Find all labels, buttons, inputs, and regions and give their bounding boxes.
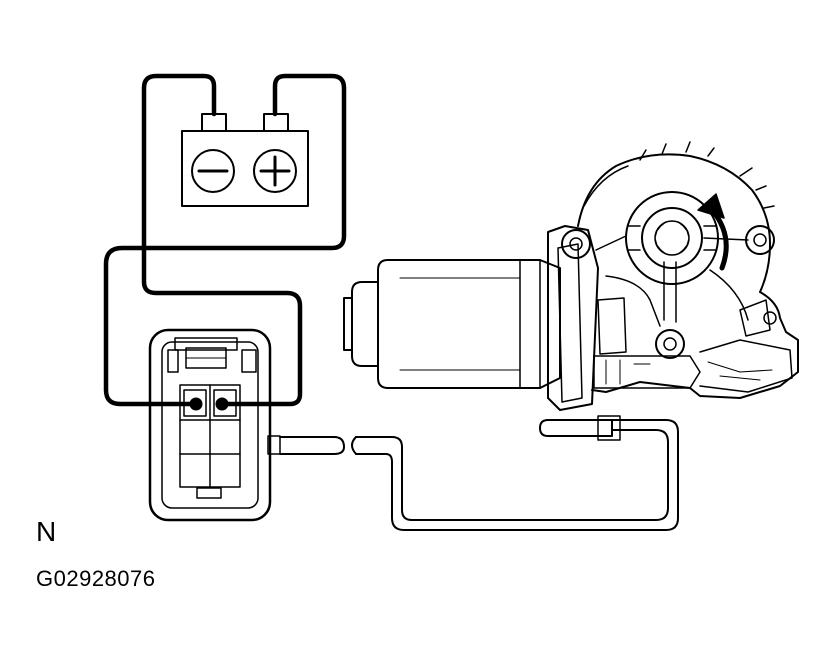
battery-icon [182,114,308,206]
view-letter: N [36,516,57,547]
minus-icon [192,150,234,192]
plus-icon [254,150,296,192]
wire-harness [280,416,678,530]
figure-code: G02928076 [36,566,156,591]
test-lead-negative [144,76,300,404]
rotation-arrow-icon [698,194,726,268]
mounting-boss [746,226,774,254]
probe-tip-positive [216,398,228,410]
mounting-boss [656,330,684,358]
probe-tip-negative [190,398,202,410]
mounting-boss [562,230,590,258]
test-lead-positive [106,76,344,404]
connector-icon [150,330,280,520]
motor-icon [344,142,798,410]
